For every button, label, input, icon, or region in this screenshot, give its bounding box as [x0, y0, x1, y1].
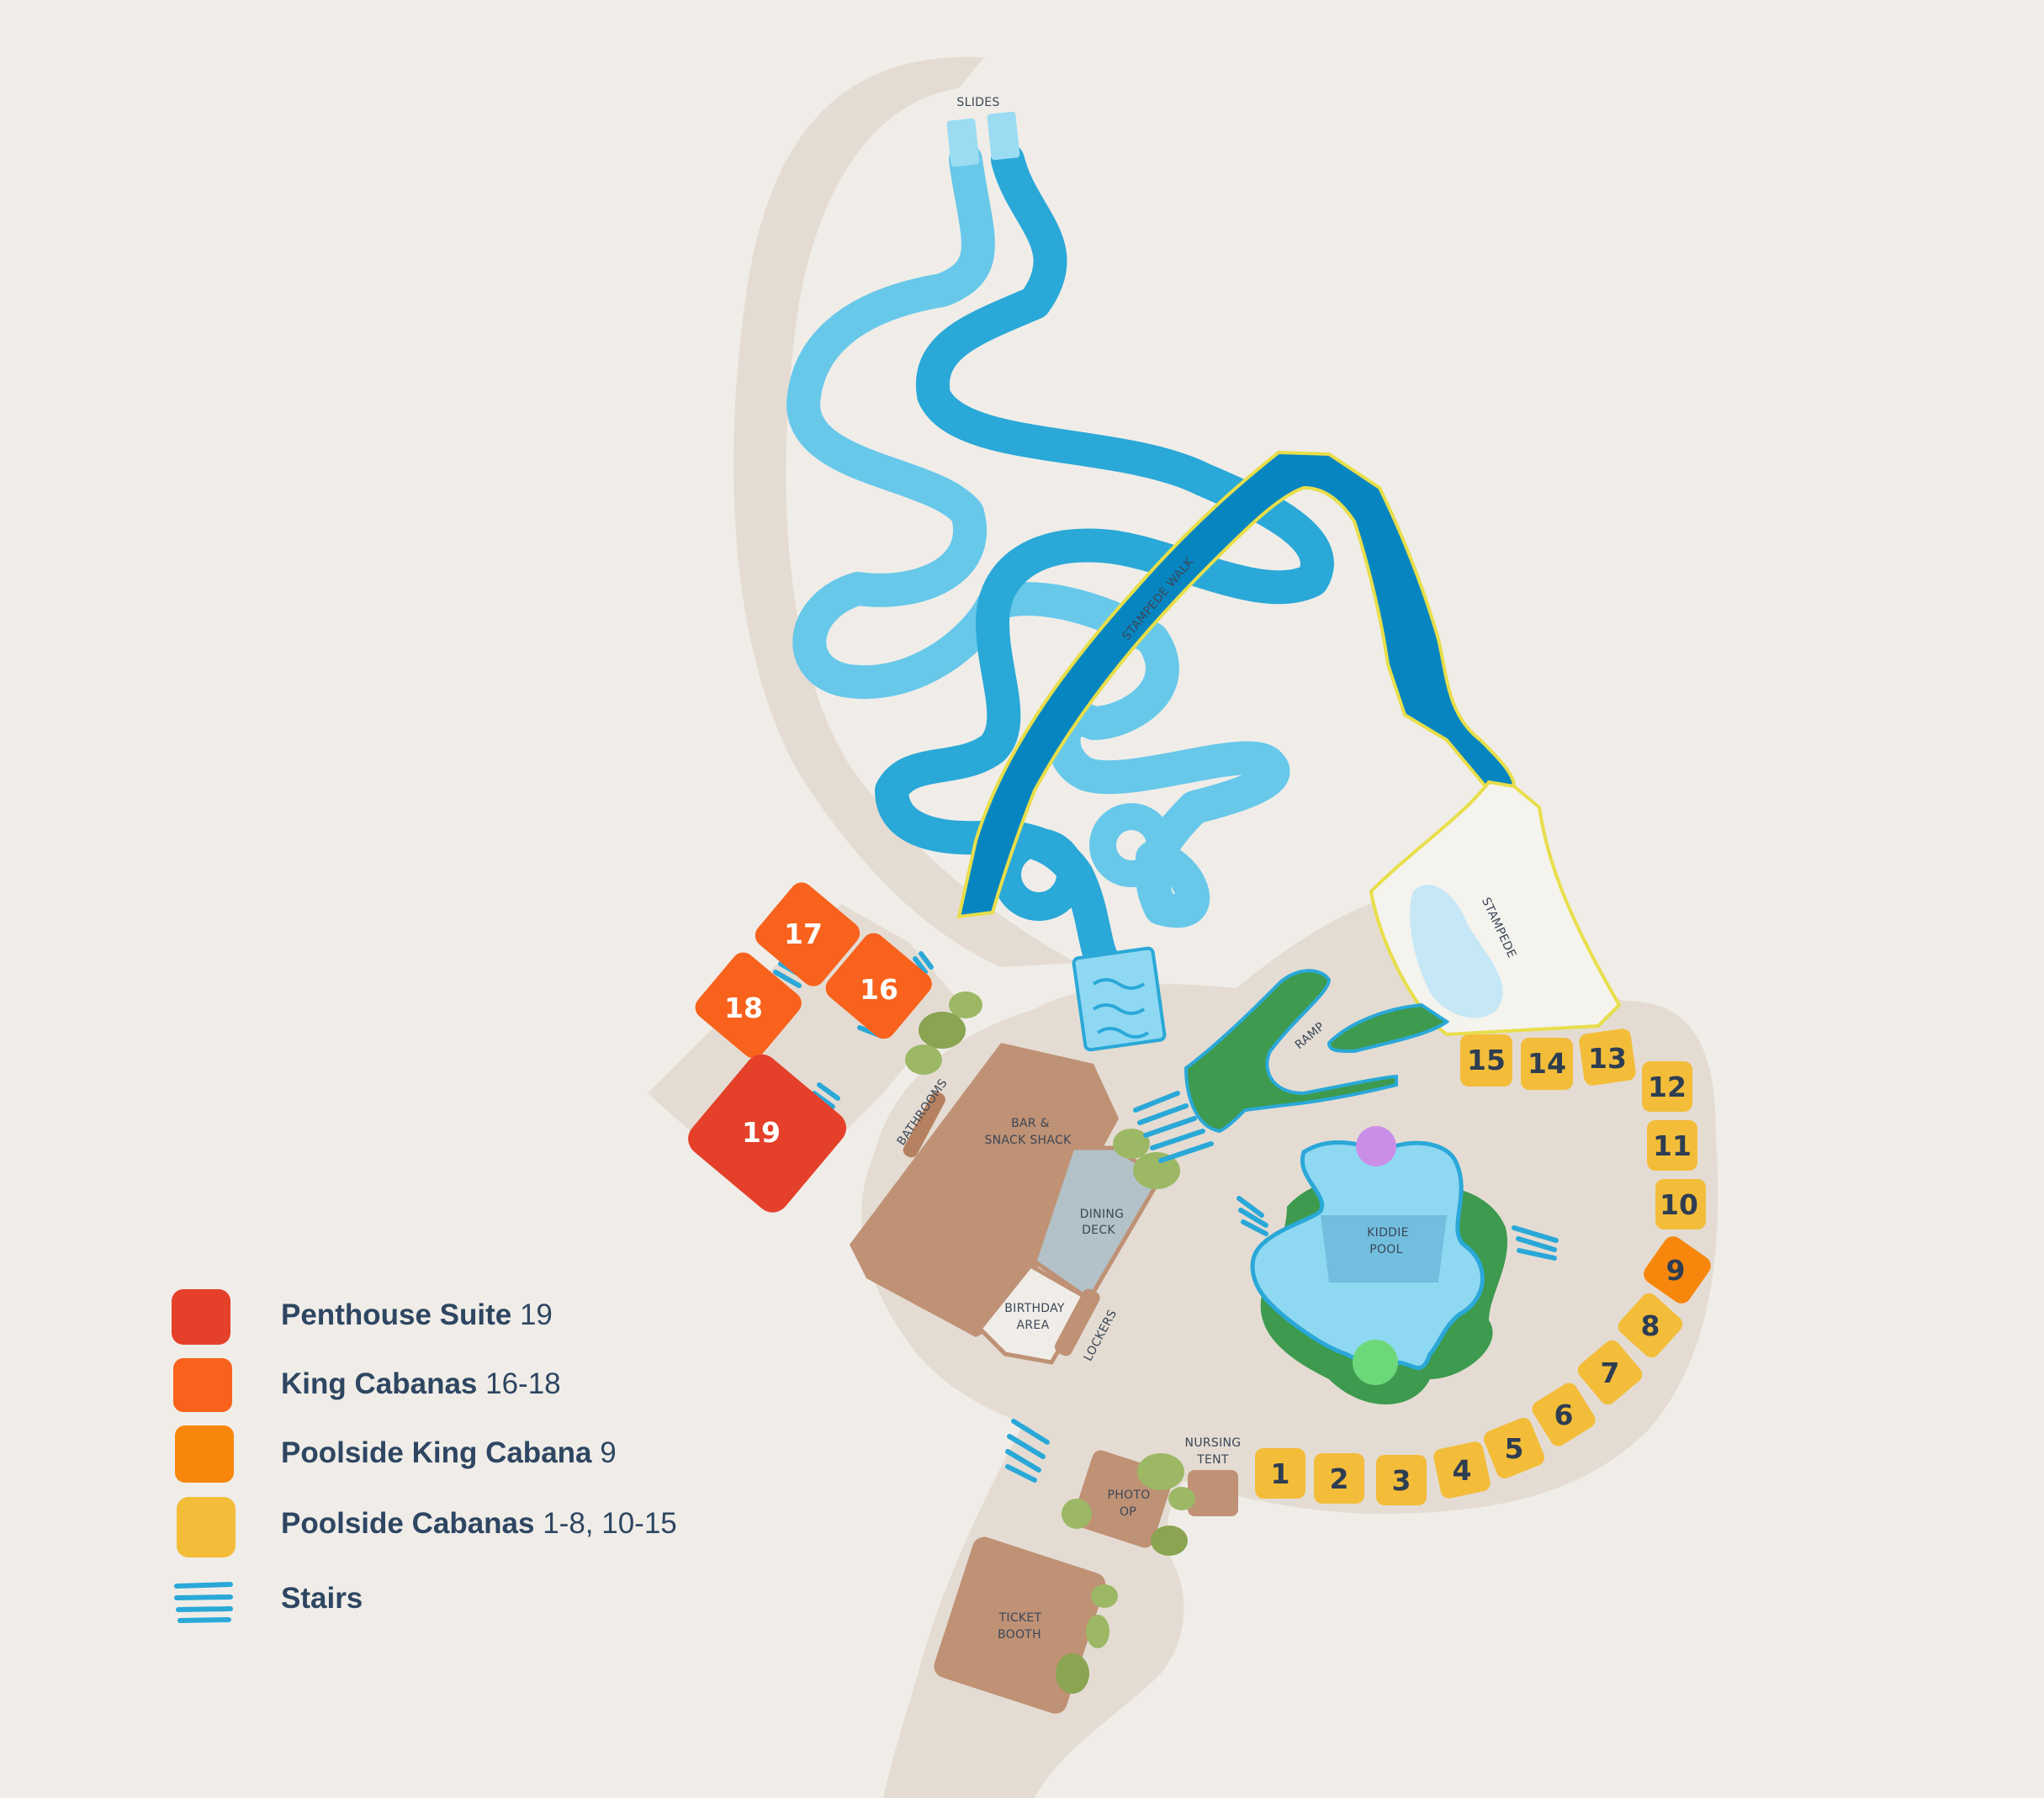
cabana-16[interactable]: 16	[821, 928, 937, 1044]
legend-king-name: King Cabanas	[281, 1367, 477, 1400]
legend-poolside-king-name: Poolside King Cabana	[281, 1436, 592, 1469]
label-bar-2: SNACK SHACK	[984, 1134, 1072, 1147]
cabana-7[interactable]: 7	[1575, 1337, 1646, 1409]
label-ticket-2: BOOTH	[998, 1628, 1041, 1642]
svg-text:King Cabanas 16-18: King Cabanas 16-18	[281, 1367, 561, 1400]
nursing-tent	[1188, 1470, 1238, 1516]
label-dining-1: DINING	[1080, 1208, 1125, 1221]
label-photo-2: OP	[1120, 1505, 1136, 1519]
bathrooms-building	[903, 1092, 945, 1158]
shrubs	[905, 992, 1195, 1694]
cabana-13-number: 13	[1588, 1042, 1627, 1075]
cabana-19[interactable]: 19	[681, 1048, 853, 1219]
kiddie-pool	[1250, 1126, 1508, 1404]
cabana-10-number: 10	[1660, 1188, 1698, 1221]
cabana-1-number: 1	[1271, 1457, 1290, 1490]
cabana-11[interactable]: 11	[1647, 1120, 1697, 1171]
label-kiddie-1: KIDDIE	[1367, 1226, 1409, 1240]
legend-penthouse-range: 19	[520, 1298, 553, 1331]
cabana-4-number: 4	[1453, 1454, 1472, 1487]
cabana-5-number: 5	[1505, 1432, 1524, 1465]
legend-poolside-king-swatch	[175, 1425, 234, 1483]
cabana-6-number: 6	[1554, 1399, 1574, 1431]
cabana-18-number: 18	[724, 992, 763, 1024]
label-photo-1: PHOTO	[1107, 1489, 1150, 1502]
cabana-2[interactable]: 2	[1314, 1453, 1364, 1504]
cabana-9[interactable]: 9	[1639, 1232, 1714, 1307]
label-nursing-1: NURSING	[1185, 1436, 1242, 1450]
legend-poolside-name: Poolside Cabanas	[281, 1507, 534, 1540]
slide-loop-1	[993, 828, 1085, 921]
cabana-11-number: 11	[1653, 1129, 1692, 1162]
cabana-1[interactable]: 1	[1255, 1448, 1305, 1499]
cabana-12[interactable]: 12	[1642, 1061, 1692, 1112]
cabana-15[interactable]: 15	[1460, 1034, 1512, 1087]
label-slides: SLIDES	[956, 96, 999, 109]
legend-penthouse: Penthouse Suite 19	[172, 1289, 553, 1345]
legend-penthouse-name: Penthouse Suite	[281, 1298, 511, 1331]
slides	[786, 111, 1334, 976]
cabana-2-number: 2	[1330, 1462, 1349, 1495]
label-birthday-1: BIRTHDAY	[1004, 1302, 1065, 1315]
cabana-12-number: 12	[1648, 1071, 1687, 1103]
label-dining-2: DECK	[1082, 1224, 1115, 1237]
cabanas: 17 18 16 19 1 2 3 4	[681, 878, 1714, 1505]
cabana-8-number: 8	[1641, 1309, 1660, 1342]
legend-stairs-name: Stairs	[281, 1582, 363, 1615]
legend: Penthouse Suite 19 King Cabanas 16-18 Po…	[172, 1289, 677, 1623]
cabana-15-number: 15	[1467, 1044, 1506, 1076]
label-ticket-1: TICKET	[998, 1611, 1042, 1625]
cabana-10[interactable]: 10	[1655, 1179, 1706, 1230]
cabana-14-number: 14	[1528, 1047, 1566, 1080]
slide-exit-pool	[1072, 946, 1167, 1052]
legend-poolside: Poolside Cabanas 1-8, 10-15	[177, 1497, 677, 1557]
legend-penthouse-swatch	[172, 1289, 230, 1345]
legend-poolside-king-range: 9	[600, 1436, 616, 1469]
stairs	[773, 951, 1559, 1483]
lockers	[1054, 1288, 1100, 1356]
slide-loop-2	[1089, 803, 1173, 887]
legend-poolside-king: Poolside King Cabana 9	[175, 1425, 617, 1483]
buildings	[850, 1043, 1238, 1714]
cabana-18[interactable]: 18	[691, 948, 807, 1063]
cabana-3-number: 3	[1392, 1464, 1411, 1497]
cabana-5[interactable]: 5	[1481, 1415, 1547, 1481]
svg-text:Penthouse Suite 19: Penthouse Suite 19	[281, 1298, 553, 1331]
cabana-16-number: 16	[860, 973, 898, 1006]
legend-king-range: 16-18	[485, 1367, 561, 1400]
cabana-4[interactable]: 4	[1432, 1440, 1491, 1499]
legend-poolside-swatch	[177, 1497, 236, 1557]
svg-text:Poolside King Cabana 9: Poolside King Cabana 9	[281, 1436, 617, 1469]
cabana-17[interactable]: 17	[750, 878, 865, 992]
cabana-14[interactable]: 14	[1521, 1038, 1573, 1090]
cabana-17-number: 17	[784, 918, 823, 950]
cabana-8[interactable]: 8	[1615, 1290, 1687, 1362]
cabana-7-number: 7	[1601, 1356, 1620, 1389]
stairs-icon	[174, 1582, 233, 1623]
cabana-13[interactable]: 13	[1578, 1028, 1637, 1087]
label-nursing-2: TENT	[1196, 1453, 1229, 1467]
cabana-9-number: 9	[1666, 1254, 1686, 1287]
slide-mid-1	[875, 143, 1334, 976]
svg-text:Stairs: Stairs	[281, 1582, 363, 1615]
cabana-3[interactable]: 3	[1376, 1455, 1427, 1505]
cabana-6[interactable]: 6	[1529, 1380, 1599, 1450]
ramp-area	[1184, 969, 1450, 1134]
label-bar-1: BAR &	[1011, 1117, 1050, 1130]
bar-snack-shack	[850, 1043, 1119, 1337]
label-kiddie-2: POOL	[1369, 1243, 1402, 1256]
legend-king: King Cabanas 16-18	[173, 1358, 561, 1412]
legend-poolside-range: 1-8, 10-15	[543, 1507, 677, 1540]
stampede-walk	[956, 450, 1622, 1037]
svg-text:Poolside Cabanas 1-8, 10-15: Poolside Cabanas 1-8, 10-15	[281, 1507, 677, 1540]
label-birthday-2: AREA	[1017, 1319, 1050, 1332]
legend-stairs: Stairs	[174, 1582, 363, 1623]
legend-king-swatch	[173, 1358, 232, 1412]
cabana-19-number: 19	[742, 1116, 781, 1149]
